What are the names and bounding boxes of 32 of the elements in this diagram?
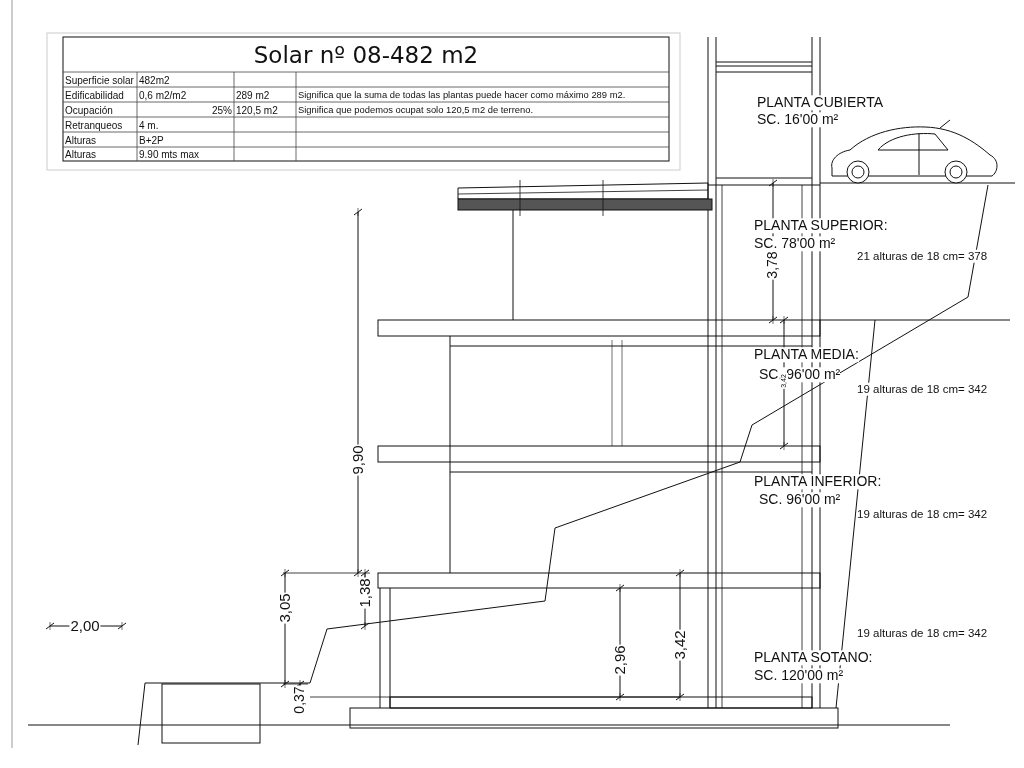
area-label: SC. 78'00 m² bbox=[754, 236, 836, 252]
area-label: SC. 120'00 m² bbox=[754, 668, 844, 684]
dimension-label: 0,37 bbox=[292, 685, 308, 715]
stair-note: 19 alturas de 18 cm= 342 bbox=[857, 626, 988, 640]
table-cell: Retranqueos bbox=[65, 119, 123, 130]
table-cell: 4 m. bbox=[139, 119, 159, 130]
table-cell: 0,6 m2/m2 bbox=[139, 89, 187, 100]
floor-label: PLANTA CUBIERTA bbox=[757, 95, 884, 111]
stair-note: 19 alturas de 18 cm= 342 bbox=[857, 507, 988, 521]
floor-label: PLANTA SUPERIOR: bbox=[754, 218, 888, 234]
table-cell: B+2P bbox=[139, 134, 164, 145]
stair-note: 19 alturas de 18 cm= 342 bbox=[857, 382, 988, 396]
table-cell: Significa que la suma de todas las plantas puede hacer como máximo 289 m2. bbox=[298, 89, 626, 100]
table-cell: 289 m2 bbox=[236, 89, 270, 100]
table-cell: Alturas bbox=[65, 134, 97, 145]
floor-label: PLANTA INFERIOR: bbox=[754, 474, 882, 490]
table-cell: 9.90 mts max bbox=[139, 148, 200, 160]
table-cell: 25% bbox=[212, 104, 232, 115]
table-cell: 482m2 bbox=[139, 74, 170, 85]
table-cell: Significa que podemos ocupat solo 120,5 m2 de terreno. bbox=[298, 104, 534, 115]
floor-label: PLANTA MEDIA: bbox=[754, 347, 859, 363]
area-label: SC. 16'00 m² bbox=[757, 112, 839, 128]
floor-label: PLANTA SOTANO: bbox=[754, 650, 873, 666]
area-label: SC. 96'00 m² bbox=[759, 492, 841, 508]
table-cell: 120,5 m2 bbox=[236, 104, 278, 115]
table-cell: Edificabilidad bbox=[65, 89, 124, 100]
table-cell: Alturas bbox=[65, 148, 97, 160]
table-cell: Ocupación bbox=[65, 104, 113, 115]
table-cell: Superficie solar bbox=[65, 74, 134, 85]
dimension-label: 3,78 bbox=[765, 250, 781, 280]
stair-note: 21 alturas de 18 cm= 378 bbox=[857, 249, 988, 263]
table-title: Solar nº 08-482 m2 bbox=[253, 43, 479, 69]
